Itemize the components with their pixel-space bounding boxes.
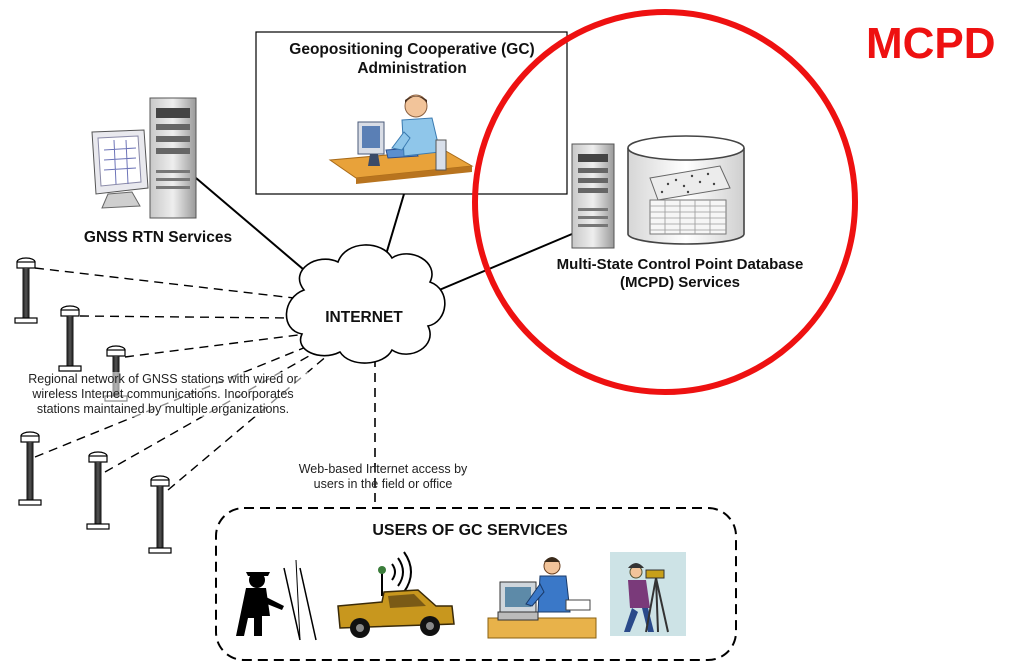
database-server-icon [571,135,745,249]
users-title: USERS OF GC SERVICES [372,522,568,539]
mcpd-highlight-circle [472,9,858,395]
mcpd-title: MCPD [866,19,996,68]
regional-network-note: Regional network of GNSS stations with w… [18,372,308,417]
pickup-truck-with-antenna-icon [337,551,455,638]
edge-mcpd-internet [424,233,573,297]
gnss-antenna-station-icon [86,451,110,530]
gnss-rtn-label: GNSS RTN Services [83,229,233,246]
surveyor-with-tripod-icon [610,552,686,636]
gnss-antenna-station-icon [58,305,82,372]
cloud-icon [285,244,446,364]
gnss-antenna-station-icon [14,257,38,324]
web-access-note: Web-based Internet access by users in th… [298,462,468,491]
internet-label: INTERNET [325,309,403,326]
gnss-antenna-station-icon [148,475,172,554]
surveyor-with-rover-icon [236,559,317,641]
edge-gnss-internet [195,177,311,276]
office-worker-at-computer-icon [487,557,597,639]
mcpd-services-label: Multi-State Control Point Database (MCPD… [556,256,804,291]
admin-title: Geopositioning Cooperative (GC) Administ… [289,41,535,77]
gnss-antenna-station-icon [18,431,42,506]
administrator-at-computer-icon [328,94,474,184]
server-with-monitor-icon [91,97,197,219]
